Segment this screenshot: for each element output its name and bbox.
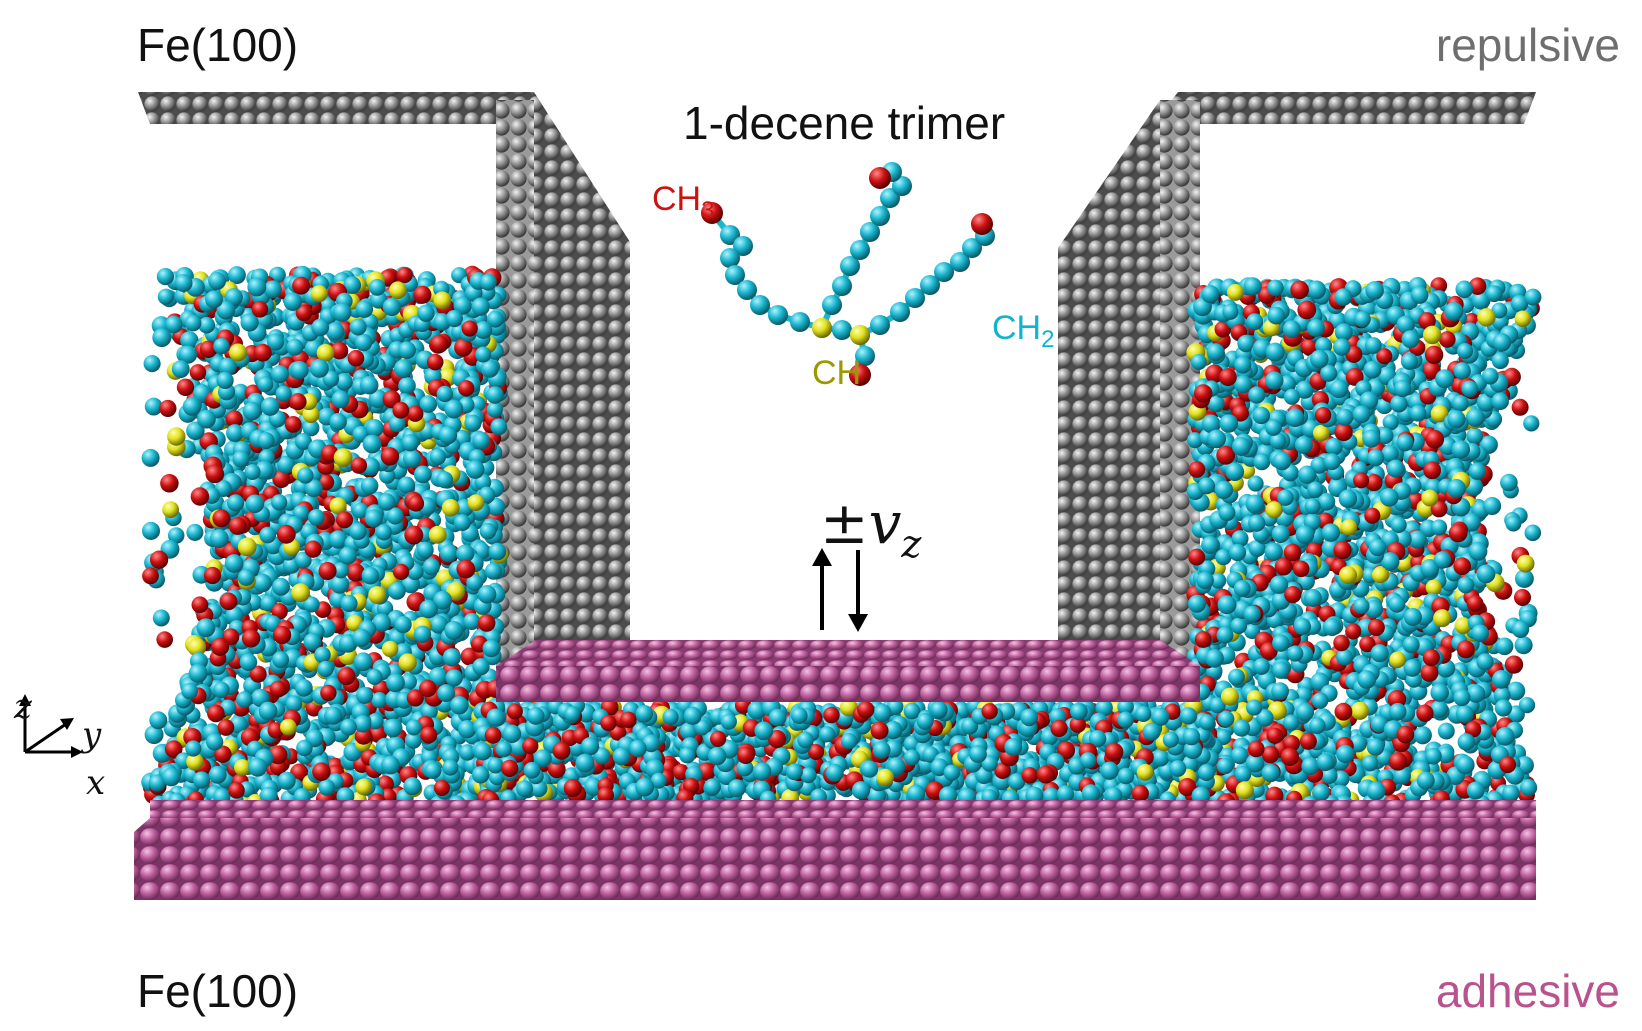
ch2-label: CH2 (992, 309, 1054, 352)
velocity-subscript: z (901, 522, 922, 566)
axis-triad (19, 694, 83, 758)
adhesive-label: adhesive (1435, 965, 1620, 1017)
molecule-title: 1-decene trimer (683, 97, 1006, 149)
ch3-text: CH (652, 180, 702, 218)
ch3-subscript: 3 (701, 197, 715, 224)
upper-slab (496, 640, 1200, 702)
bottom-surface-label: Fe(100) (137, 965, 299, 1017)
adhesive-slab (134, 800, 1536, 900)
plus-minus-symbol: ± (820, 489, 869, 557)
decene-trimer-molecule (701, 162, 995, 386)
velocity-label: ±vz (820, 494, 921, 563)
repulsive-label: repulsive (1435, 19, 1620, 71)
velocity-symbol: v (868, 489, 902, 557)
axis-z-label: z (14, 687, 32, 727)
top-surface-label: Fe(100) (137, 19, 299, 71)
axis-y-label: y (82, 715, 102, 755)
axis-x-label: x (86, 763, 106, 803)
repulsive-wall-right (1058, 92, 1536, 680)
ch2-text: CH (992, 309, 1042, 347)
ch3-label: CH3 (652, 180, 714, 223)
repulsive-wall-left (138, 92, 630, 680)
lubricant-molecules (141, 265, 1542, 815)
ch-label: CH (812, 354, 862, 392)
ch2-subscript: 2 (1041, 326, 1055, 353)
velocity-arrows (812, 548, 868, 632)
